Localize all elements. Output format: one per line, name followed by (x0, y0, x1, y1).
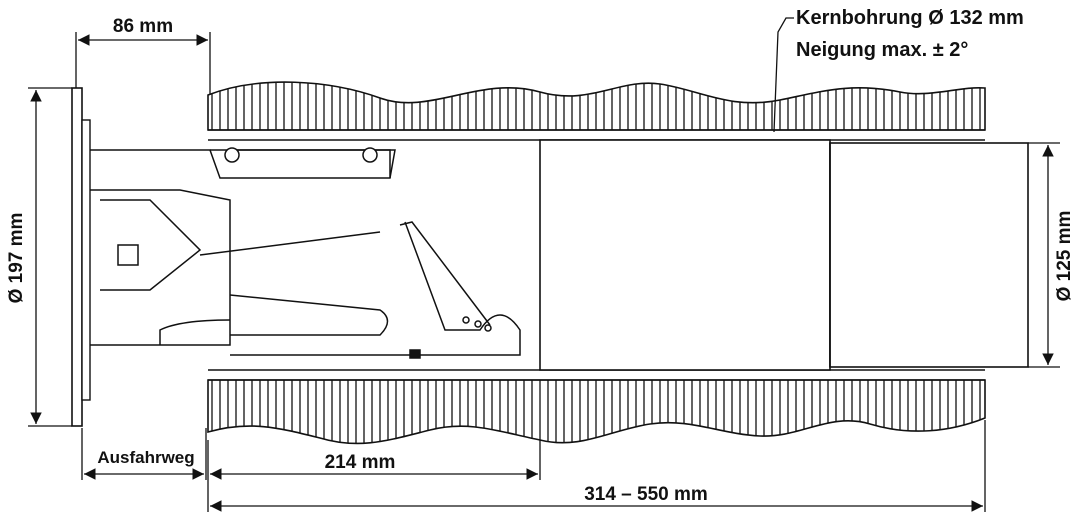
dimension-extension-travel (81, 428, 207, 480)
dimension-214-label: 214 mm (325, 452, 396, 473)
inclination-label: Neigung max. ± 2° (796, 39, 968, 61)
dimension-125 (1028, 142, 1060, 368)
core-bore-leader (773, 17, 794, 133)
dimension-214 (207, 440, 541, 512)
core-bore-label: Kernbohrung Ø 132 mm (796, 7, 1024, 29)
extension-travel-label: Ausfahrweg (97, 448, 194, 467)
dimension-314-550 (210, 420, 986, 512)
dimension-314-550-label: 314 – 550 mm (584, 484, 708, 505)
dimension-197-label: Ø 197 mm (6, 213, 27, 304)
wall-upper (207, 81, 986, 131)
dimension-86-label: 86 mm (113, 16, 173, 37)
wall-lower (207, 379, 986, 445)
tube-body (539, 139, 1029, 371)
flange-plate (71, 87, 91, 427)
dimension-197 (28, 87, 72, 427)
dimension-86 (75, 32, 211, 95)
dimension-125-label: Ø 125 mm (1054, 211, 1075, 302)
mechanism (90, 147, 521, 359)
